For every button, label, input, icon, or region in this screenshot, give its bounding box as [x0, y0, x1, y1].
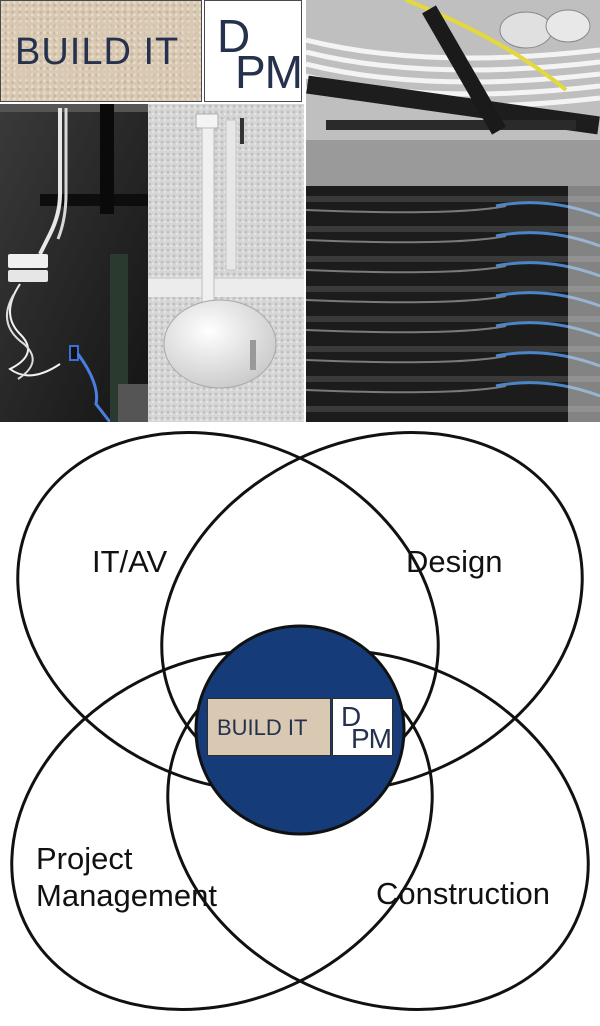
- center-logo-pm-letters: PM: [351, 723, 392, 754]
- venn-ellipse-design: [160, 430, 584, 794]
- header-logo: BUILD IT D PM: [0, 0, 304, 105]
- venn-center-logo: BUILD IT D PM: [207, 698, 393, 758]
- logo-wordmark-panel: BUILD IT: [0, 0, 202, 102]
- venn-ellipse-project-management: [10, 648, 434, 1012]
- logo-dpm-mark: D PM: [204, 0, 303, 102]
- photo-wall-cabling: [0, 104, 148, 422]
- venn-label-it-av: IT/AV: [92, 544, 168, 579]
- photo-patch-panel: [306, 186, 600, 422]
- photo-cable-tray: [306, 0, 600, 186]
- venn-label-project-management-line1: Project: [36, 841, 133, 876]
- center-logo-wordmark: BUILD IT: [217, 715, 308, 740]
- venn-label-project-management-line2: Management: [36, 878, 217, 913]
- venn-ellipse-construction: [166, 648, 590, 1012]
- venn-label-construction: Construction: [376, 876, 551, 911]
- photo-collage: BUILD IT D PM: [0, 0, 600, 422]
- center-logo-d-letter: D: [341, 701, 362, 732]
- logo-pm-letters: PM: [235, 46, 303, 98]
- venn-label-design: Design: [406, 544, 503, 579]
- photo-access-point: [148, 104, 304, 422]
- logo-wordmark: BUILD IT: [15, 31, 180, 73]
- center-logo-dpm-mark: D PM: [332, 698, 393, 756]
- center-logo-wordmark-panel: BUILD IT: [207, 698, 331, 756]
- logo-d-letter: D: [217, 10, 251, 62]
